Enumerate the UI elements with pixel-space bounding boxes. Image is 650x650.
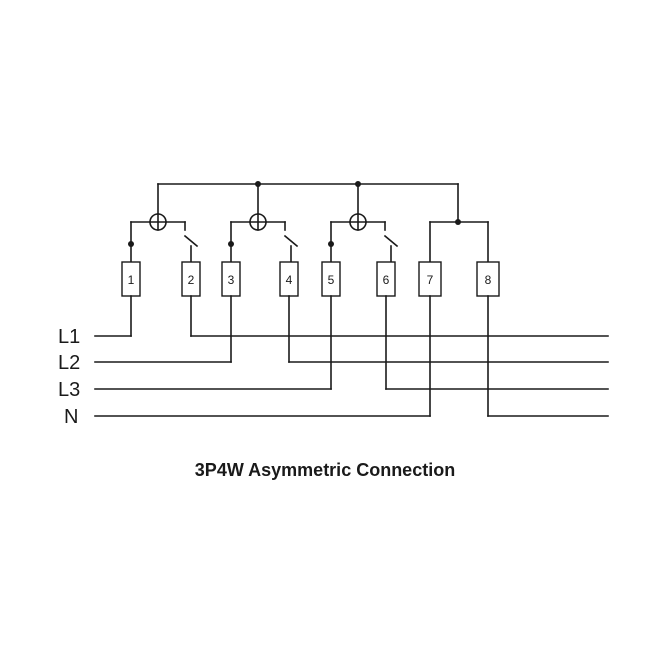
supply-lines <box>94 335 609 417</box>
terminal-block: 1 2 3 4 5 6 7 8 <box>121 261 500 297</box>
terminal-2: 2 <box>181 261 201 297</box>
terminal-3: 3 <box>221 261 241 297</box>
terminal-8: 8 <box>476 261 500 297</box>
switch-contact <box>383 234 399 248</box>
label-l3: L3 <box>58 379 80 401</box>
voltage-bus <box>157 181 461 225</box>
terminal-5: 5 <box>321 261 341 297</box>
terminal-drops <box>130 295 489 417</box>
terminal-7: 7 <box>418 261 442 297</box>
terminal-number: 6 <box>383 273 390 287</box>
line-labels: L1 L2 L3 N <box>58 326 80 428</box>
terminal-number: 3 <box>228 273 235 287</box>
neutral-connection <box>429 221 489 263</box>
diagram-title: 3P4W Asymmetric Connection <box>194 460 456 480</box>
measuring-element-1 <box>128 213 199 263</box>
measuring-element-3 <box>328 213 399 263</box>
terminal-4: 4 <box>279 261 299 297</box>
terminal-number: 7 <box>427 273 434 287</box>
terminal-number: 2 <box>188 273 195 287</box>
terminal-number: 8 <box>485 273 492 287</box>
measuring-element-2 <box>228 213 299 263</box>
label-n: N <box>64 406 78 428</box>
terminal-number: 5 <box>328 273 335 287</box>
terminal-number: 4 <box>286 273 293 287</box>
label-l1: L1 <box>58 326 80 348</box>
label-l2: L2 <box>58 352 80 374</box>
switch-contact <box>183 234 199 248</box>
switch-contact <box>283 234 299 248</box>
terminal-6: 6 <box>376 261 396 297</box>
terminal-1: 1 <box>121 261 141 297</box>
terminal-number: 1 <box>128 273 135 287</box>
